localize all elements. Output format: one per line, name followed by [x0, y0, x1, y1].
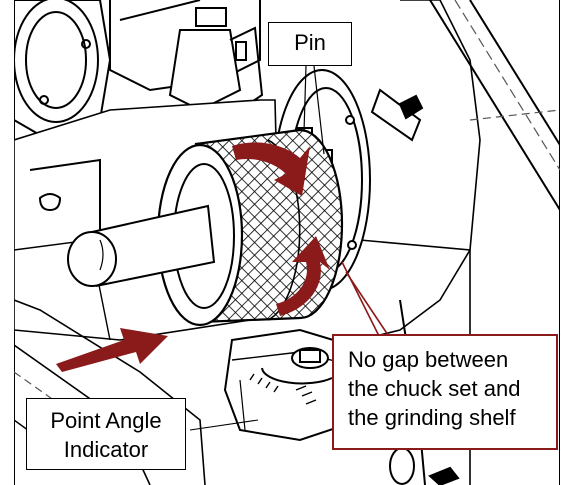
- point-angle-line-1: Point Angle: [50, 408, 162, 433]
- chuck-shaft: [67, 204, 216, 287]
- no-gap-line-3: the grinding shelf: [348, 405, 516, 430]
- pin-callout: Pin: [268, 22, 352, 66]
- no-gap-line-1: No gap between: [348, 347, 509, 372]
- pin-leader-right: [313, 65, 325, 155]
- right-housing: [359, 0, 560, 485]
- curved-arrow-down-icon: [232, 142, 310, 196]
- gap-leader-b: [341, 261, 381, 339]
- upper-housing: [14, 0, 264, 137]
- arrow-right-icon: [56, 328, 168, 372]
- point-angle-line-2: Indicator: [63, 437, 149, 462]
- no-gap-line-2: the chuck set and: [348, 376, 521, 401]
- pin-label: Pin: [294, 30, 326, 55]
- pin-leader-left: [303, 65, 307, 133]
- no-gap-callout: No gap between the chuck set and the gri…: [332, 334, 558, 450]
- point-angle-callout: Point Angle Indicator: [26, 398, 186, 470]
- curved-arrow-up-icon: [276, 236, 330, 316]
